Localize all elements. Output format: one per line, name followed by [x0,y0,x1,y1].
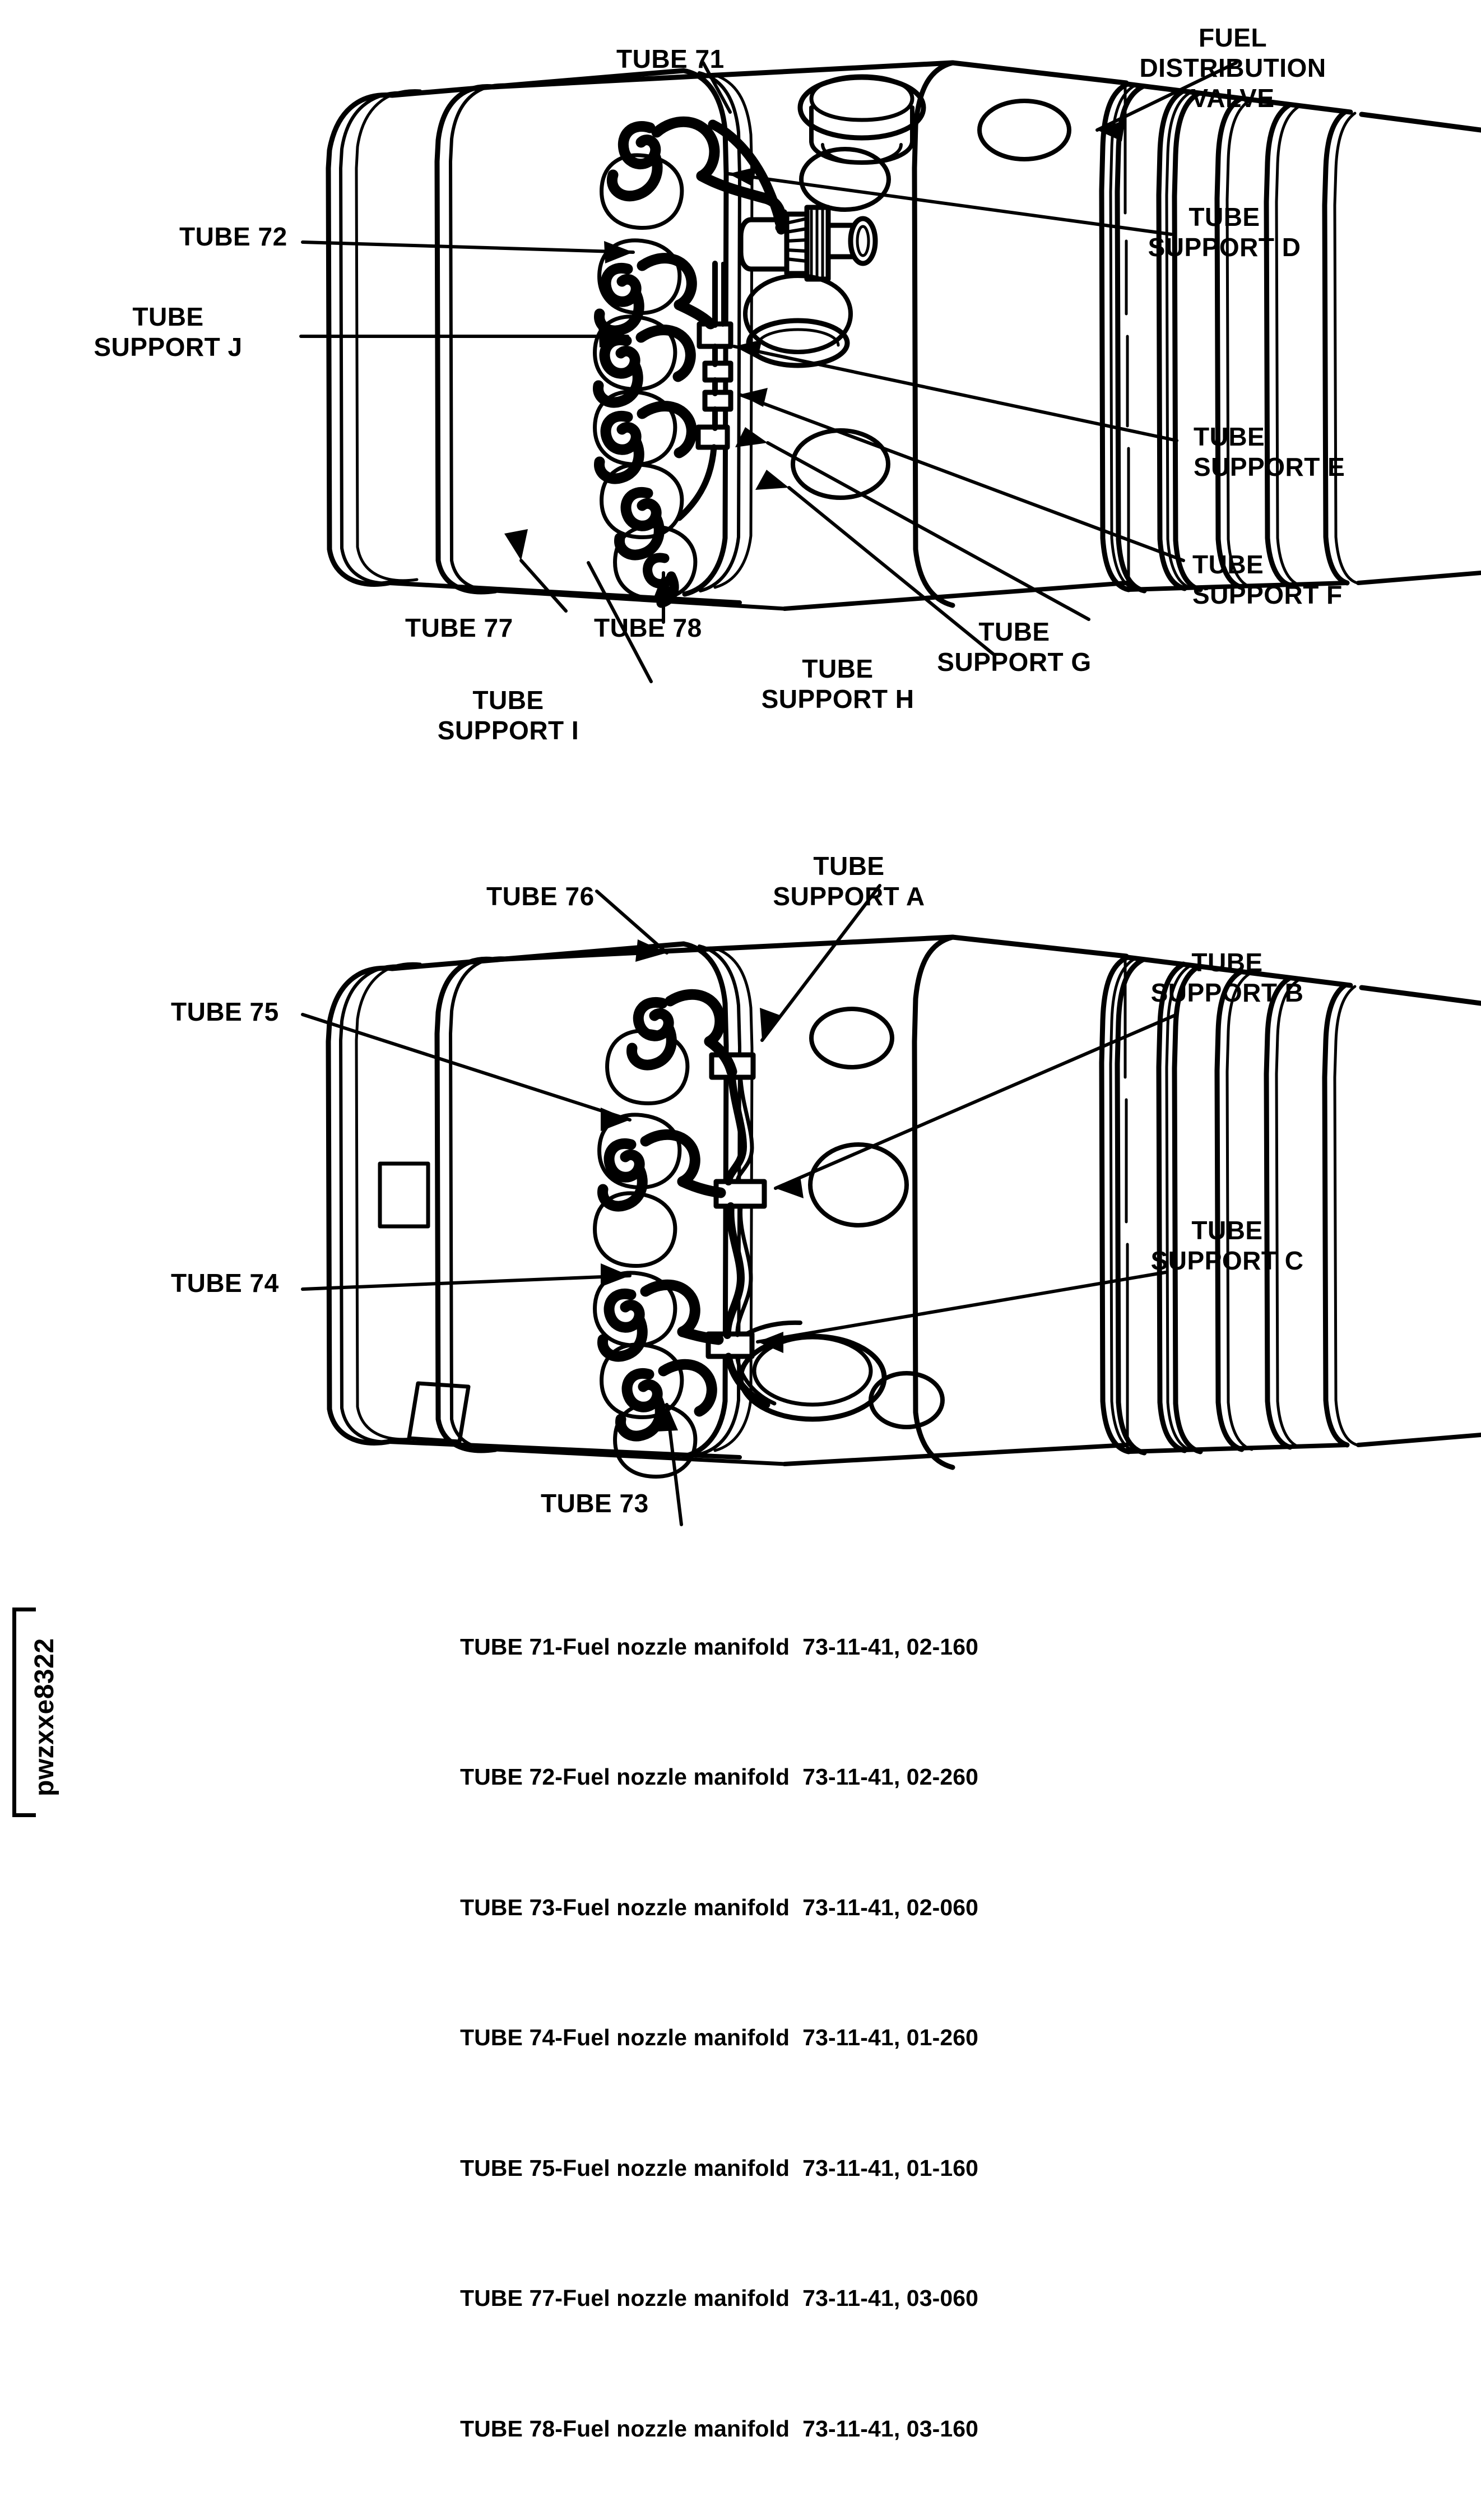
callout-tube-support-i: TUBE SUPPORT I [437,685,579,745]
callout-tube-71: TUBE 71 [616,44,725,73]
callout-tube-support-f: TUBE SUPPORT F [1192,550,1343,609]
legend-row: TUBE 73-Fuel nozzle manifold 73-11-41, 0… [421,1868,978,1947]
sheet-id-code: pwzxxe8322 [30,1638,59,1796]
legend-item-reference: 73-11-41, 02-160 [802,1633,979,1660]
callout-tube-support-e: TUBE SUPPORT E [1194,422,1345,481]
legend-item-name: TUBE 71-Fuel nozzle manifold [459,1633,790,1660]
legend-row: TUBE 77-Fuel nozzle manifold 73-11-41, 0… [421,2259,978,2338]
legend-row: TUBE 74-Fuel nozzle manifold 73-11-41, 0… [421,1999,978,2077]
legend-item-name: TUBE 77-Fuel nozzle manifold [459,2285,790,2311]
callout-tube-76: TUBE 76 [486,882,595,911]
legend-row: TUBE 78-Fuel nozzle manifold 73-11-41, 0… [421,2389,978,2468]
legend-row: TUBE 75-Fuel nozzle manifold 73-11-41, 0… [421,2129,978,2207]
callout-tube-support-d: TUBE SUPPORT D [1148,202,1301,262]
callout-tube-73: TUBE 73 [541,1489,649,1518]
legend-item-reference: 73-11-41, 03-160 [802,2415,979,2442]
callout-tube-support-j: TUBE SUPPORT J [94,302,243,362]
legend-list: TUBE 71-Fuel nozzle manifold 73-11-41, 0… [421,1555,978,2520]
callout-tube-support-h: TUBE SUPPORT H [761,654,914,714]
callout-fuel-distribution-valve: FUEL DISTRIBUTION VALVE [1139,23,1326,113]
callout-tube-72: TUBE 72 [179,222,287,251]
legend-item-name: TUBE 78-Fuel nozzle manifold [459,2415,790,2442]
legend-row: TUBE 71-Fuel nozzle manifold 73-11-41, 0… [421,1608,978,1686]
legend-item-reference: 73-11-41, 01-260 [802,2025,979,2050]
legend-item-reference: 73-11-41, 02-260 [802,1764,979,1790]
legend-row: TUBE 72-Fuel nozzle manifold 73-11-41, 0… [421,1738,978,1817]
legend-item-name: TUBE 74-Fuel nozzle manifold [459,2025,790,2050]
engine-case-illustration [299,60,1481,1526]
sheet-id-bracket [12,1608,36,1817]
legend-item-name: TUBE 73-Fuel nozzle manifold [459,1894,790,1920]
callout-tube-77: TUBE 77 [405,613,513,642]
legend-item-reference: 73-11-41, 01-160 [802,2155,979,2181]
callout-tube-75: TUBE 75 [171,997,279,1026]
legend-item-name: TUBE 72-Fuel nozzle manifold [459,1764,790,1790]
drawing-sheet: TUBE 71 FUEL DISTRIBUTION VALVE TUBE SUP… [12,23,1481,2442]
callout-tube-support-b: TUBE SUPPORT B [1150,948,1304,1007]
callout-tube-support-g: TUBE SUPPORT G [937,617,1092,677]
legend-item-reference: 73-11-41, 03-060 [802,2285,979,2311]
legend-item-reference: 73-11-41, 02-060 [802,1894,979,1920]
callout-tube-support-a: TUBE SUPPORT A [773,851,925,911]
callout-tube-74: TUBE 74 [171,1268,279,1298]
callout-tube-support-c: TUBE SUPPORT C [1150,1216,1304,1275]
callout-tube-78: TUBE 78 [594,613,702,642]
legend-item-name: TUBE 75-Fuel nozzle manifold [459,2155,790,2181]
